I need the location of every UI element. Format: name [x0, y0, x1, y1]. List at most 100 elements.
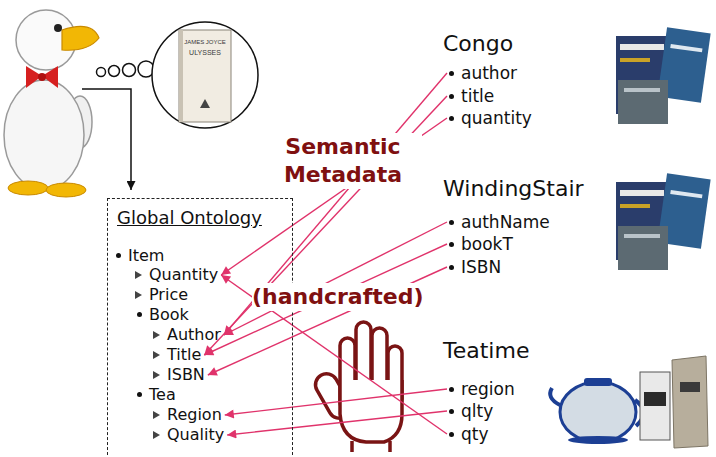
node-text: Quantity — [149, 265, 218, 284]
node-text: ISBN — [167, 365, 205, 384]
node-text: Item — [128, 246, 164, 265]
book-photo — [616, 173, 711, 270]
tea-photo — [680, 382, 700, 392]
bullet-arrow — [153, 411, 160, 419]
ontology-item: Region — [153, 405, 222, 425]
ontology-item: Price — [135, 285, 188, 305]
duck-mascot — [54, 24, 62, 32]
thought-bubbles — [123, 64, 136, 77]
ontology-box: Global OntologyItemQuantityPriceBookAuth… — [107, 198, 293, 457]
node-text: Tea — [149, 385, 176, 404]
bullet-dot — [137, 312, 142, 317]
node-text: Region — [167, 405, 222, 424]
source-field: authName — [449, 211, 550, 233]
node-text: author — [461, 63, 517, 83]
hand-icon — [340, 380, 402, 442]
ontology-item: Item — [116, 246, 164, 266]
source-field: author — [449, 62, 517, 84]
ontology-item: Author — [153, 325, 221, 345]
duck-mascot — [46, 183, 86, 197]
hand-icon — [311, 322, 402, 452]
bullet-dot — [449, 432, 454, 437]
tea-photo — [560, 382, 636, 442]
duck-mascot — [4, 10, 99, 197]
book-photo — [670, 44, 702, 52]
thought-arrow — [82, 89, 131, 190]
bullet-arrow — [153, 431, 160, 439]
bullet-dot — [449, 220, 454, 225]
mapping-arrow — [204, 244, 447, 355]
tea-photo — [644, 392, 666, 406]
node-text: authName — [461, 212, 550, 232]
source-field: title — [449, 85, 494, 107]
bullet-dot — [137, 392, 142, 397]
source-field: bookT — [449, 233, 513, 255]
mapping-arrow — [227, 411, 447, 435]
source-field: region — [449, 378, 515, 400]
mapping-arrow — [224, 73, 447, 335]
node-text: ISBN — [461, 257, 501, 277]
bullet-dot — [449, 116, 454, 121]
source-field: qlty — [449, 400, 493, 422]
node-text: Title — [167, 345, 201, 364]
bullet-arrow — [135, 271, 142, 279]
thought-bubbles — [109, 66, 120, 77]
node-text: region — [461, 379, 515, 399]
mapping-arrow — [221, 118, 447, 275]
book-author: JAMES JOYCE — [179, 38, 231, 47]
bullet-dot — [449, 387, 454, 392]
source-name: Congo — [443, 31, 513, 57]
ontology-item: Quantity — [135, 265, 218, 285]
duck-mascot — [62, 26, 99, 50]
bullet-arrow — [153, 331, 160, 339]
book-photo — [616, 27, 711, 124]
duck-mascot — [38, 73, 46, 81]
tea-photo — [672, 356, 708, 448]
tea-photo — [568, 436, 628, 444]
ontology-item: Quality — [153, 425, 224, 445]
ontology-item: Title — [153, 345, 201, 365]
mapping-arrow — [208, 267, 447, 375]
node-text: Quality — [167, 425, 224, 444]
duck-mascot — [4, 80, 84, 190]
bullet-arrow — [153, 351, 160, 359]
thought-bubbles — [97, 22, 259, 128]
source-field: ISBN — [449, 256, 501, 278]
node-text: Global Ontology — [108, 199, 292, 229]
ontology-item: Tea — [137, 385, 176, 405]
book-photo — [618, 80, 668, 124]
node-text: title — [461, 86, 494, 106]
source-field: qty — [449, 423, 489, 445]
source-field: quantity — [449, 107, 532, 129]
book-cover — [179, 30, 231, 122]
duck-mascot — [8, 181, 48, 195]
book-cover — [179, 30, 183, 122]
bullet-arrow — [135, 291, 142, 299]
node-text: Book — [149, 305, 189, 324]
node-text: bookT — [461, 234, 513, 254]
book-photo — [620, 44, 664, 50]
node-text: Price — [149, 285, 188, 304]
tea-photo — [584, 378, 612, 386]
annotation: Semantic Metadata — [264, 133, 422, 189]
bullet-dot — [449, 242, 454, 247]
hand-icon — [352, 441, 390, 452]
ontology-item: Book — [137, 305, 189, 325]
thought-bubbles — [97, 68, 106, 77]
source-name: Teatime — [443, 338, 529, 364]
annotation: (handcrafted) — [252, 283, 424, 311]
tea-photo — [550, 388, 560, 405]
book-photo — [624, 88, 660, 92]
book-photo — [620, 58, 650, 62]
bullet-dot — [449, 71, 454, 76]
book-cover — [179, 30, 231, 122]
mapping-arrow — [221, 275, 447, 434]
bullet-dot — [116, 253, 121, 258]
bullet-dot — [449, 265, 454, 270]
bullet-dot — [449, 409, 454, 414]
node-text: Author — [167, 325, 221, 344]
node-text: qty — [461, 424, 489, 444]
bullet-arrow — [153, 371, 160, 379]
bullet-dot — [449, 94, 454, 99]
source-name: WindingStair — [443, 176, 584, 202]
